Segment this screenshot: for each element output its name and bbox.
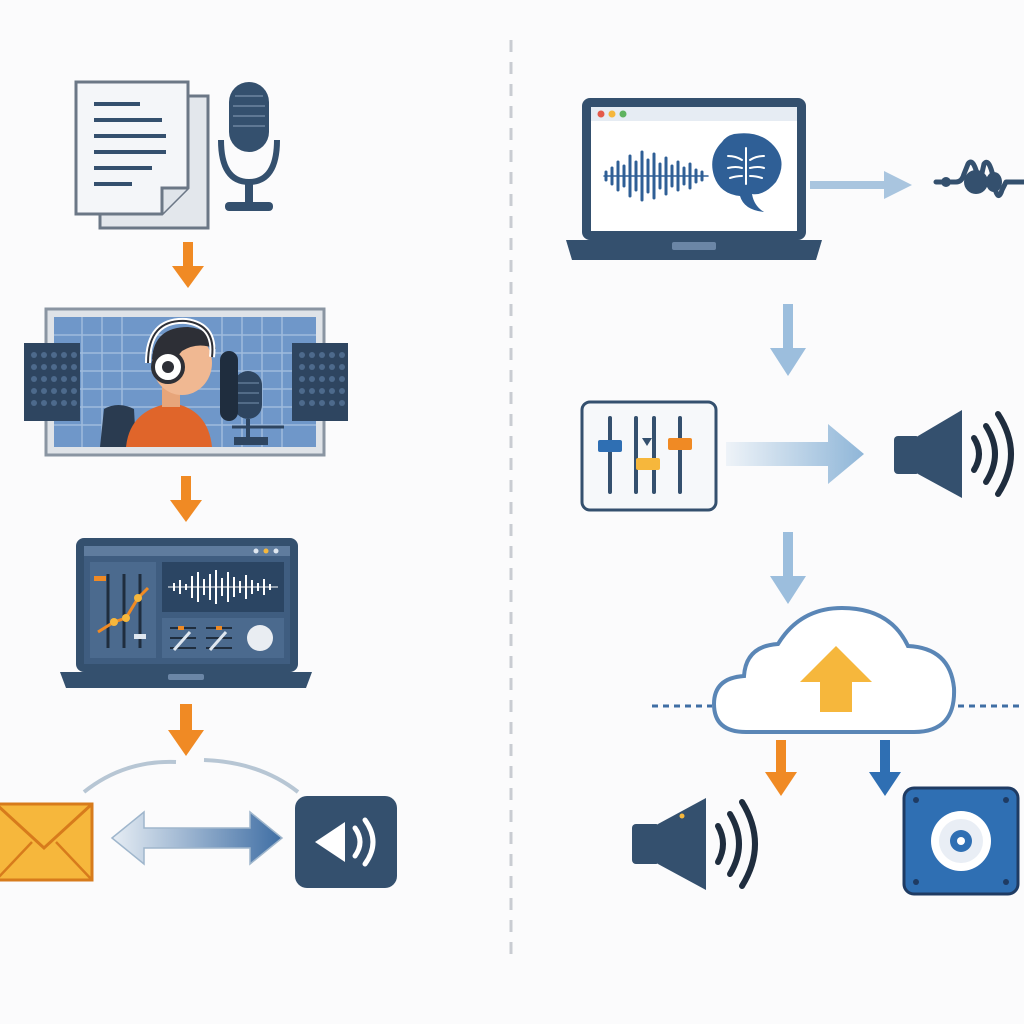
arrow-down-icon [766, 302, 810, 380]
upload-arrow-icon [800, 646, 872, 712]
laptop-icon [566, 98, 822, 260]
acoustic-panel-icon [24, 343, 80, 421]
mixer-sliders-icon [580, 400, 718, 512]
mixer-sliders-icon [90, 562, 156, 658]
cloud-upload [650, 604, 1024, 744]
acoustic-panel-icon [292, 343, 348, 421]
headphones-icon [145, 317, 216, 384]
audio-file-icon [293, 794, 399, 890]
arrow-down-icon [762, 738, 800, 800]
arrow-down-icon [168, 474, 204, 526]
arrow-down-icon [766, 530, 810, 610]
audio-editing-laptop [56, 534, 316, 694]
arrow-right-icon [724, 420, 868, 488]
arrow-right-icon [808, 168, 916, 202]
microphone-icon [215, 78, 285, 218]
dashed-vertical-divider [505, 40, 517, 960]
waveform-icon [933, 156, 1024, 208]
speaker-icon [890, 404, 1024, 504]
speaker-icon [628, 794, 770, 894]
arrow-down-icon [866, 738, 904, 800]
voice-actor-recording-booth [22, 305, 352, 460]
ai-voice-synthesis-laptop [564, 96, 824, 266]
waveform-icon [603, 150, 709, 202]
arrow-down-icon [170, 240, 206, 292]
connector-arcs [80, 750, 305, 800]
knob-icon [247, 625, 273, 651]
ai-brain-icon [712, 133, 782, 212]
studio-microphone-icon [220, 351, 284, 445]
document-icon [70, 76, 215, 236]
email-icon [0, 800, 96, 884]
media-player-icon [902, 786, 1020, 896]
waveform-icon [162, 562, 284, 612]
arrow-down-icon [166, 702, 206, 760]
bidirectional-arrow-icon [108, 806, 286, 870]
